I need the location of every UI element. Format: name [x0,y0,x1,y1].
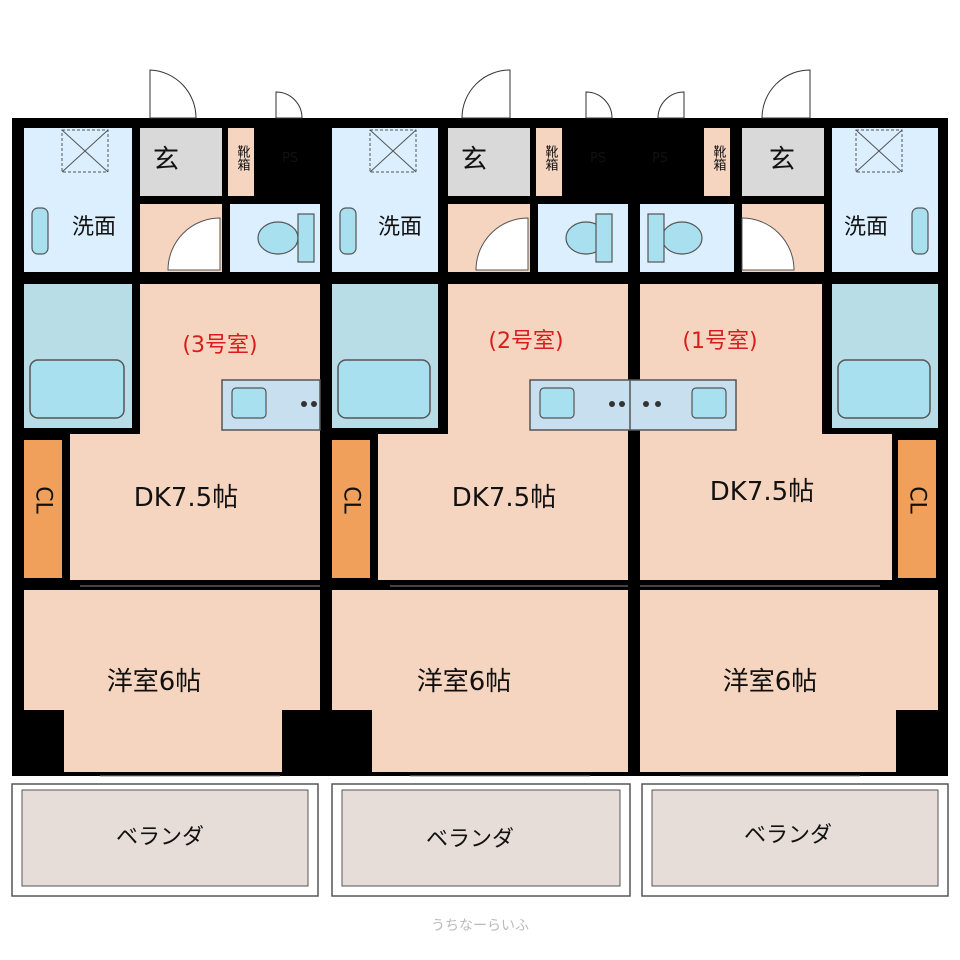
shoe-box-label-3: 靴箱 [235,145,251,171]
dk-room-3 [70,434,320,580]
entrance-label-2: 玄 [461,145,487,175]
room-label-1: (1号室) [682,329,757,354]
veranda-2 [341,789,621,887]
western-room-label-3: 洋室6帖 [107,667,202,697]
dk-room-1 [640,434,892,580]
ps-label-1: PS [652,151,668,166]
veranda-label-3: ベランダ [116,825,204,850]
unit-3: 玄 靴箱 PS 洗面 (3号室) CL DK7.5帖 洋室6帖 ベランダ [11,69,332,897]
unit-1: 玄 靴箱 PS 洗面 (1号室) CL DK7.5帖 洋室6帖 ベランダ [629,69,949,897]
entrance-label-3: 玄 [153,145,179,175]
room-label-2: (2号室) [488,329,563,354]
shoe-box-1 [704,128,730,196]
closet-3 [24,440,62,578]
washroom-label-3: 洗面 [72,215,116,240]
entrance-2 [448,128,530,196]
veranda-label-2: ベランダ [426,827,514,852]
closet-1 [898,440,936,578]
closet-2 [332,440,370,578]
unit-2: 玄 靴箱 PS 洗面 (2号室) CL DK7.5帖 洋室6帖 ベランダ [322,69,640,897]
ps-label-3: PS [282,151,298,166]
dk-label-1: DK7.5帖 [710,477,814,507]
closet-label-3: CL [31,486,56,514]
western-room-label-1: 洋室6帖 [723,667,818,697]
dk-label-2: DK7.5帖 [452,483,556,513]
watermark: うちなーらいふ [431,918,529,934]
western-room-1 [640,590,938,710]
entrance-3 [140,128,222,196]
room-label-3: (3号室) [182,333,257,358]
dk-label-3: DK7.5帖 [134,483,238,513]
shoe-box-2 [536,128,562,196]
dk-room-2 [378,434,628,580]
closet-label-2: CL [339,486,364,514]
washroom-label-1: 洗面 [844,215,888,240]
veranda-label-1: ベランダ [744,823,832,848]
veranda-3 [21,789,309,887]
shoe-box-label-2: 靴箱 [543,145,559,171]
western-room-2 [332,590,628,710]
closet-label-1: CL [905,486,930,514]
washroom-label-2: 洗面 [378,215,422,240]
western-room-label-2: 洋室6帖 [417,667,512,697]
door-lines [80,585,880,777]
western-room-3 [24,590,320,710]
entrance-1 [742,128,824,196]
shoe-box-3 [228,128,254,196]
shoe-box-label-1: 靴箱 [711,145,727,171]
ps-label-2: PS [590,151,606,166]
veranda-1 [651,789,939,887]
entrance-label-1: 玄 [769,145,795,175]
